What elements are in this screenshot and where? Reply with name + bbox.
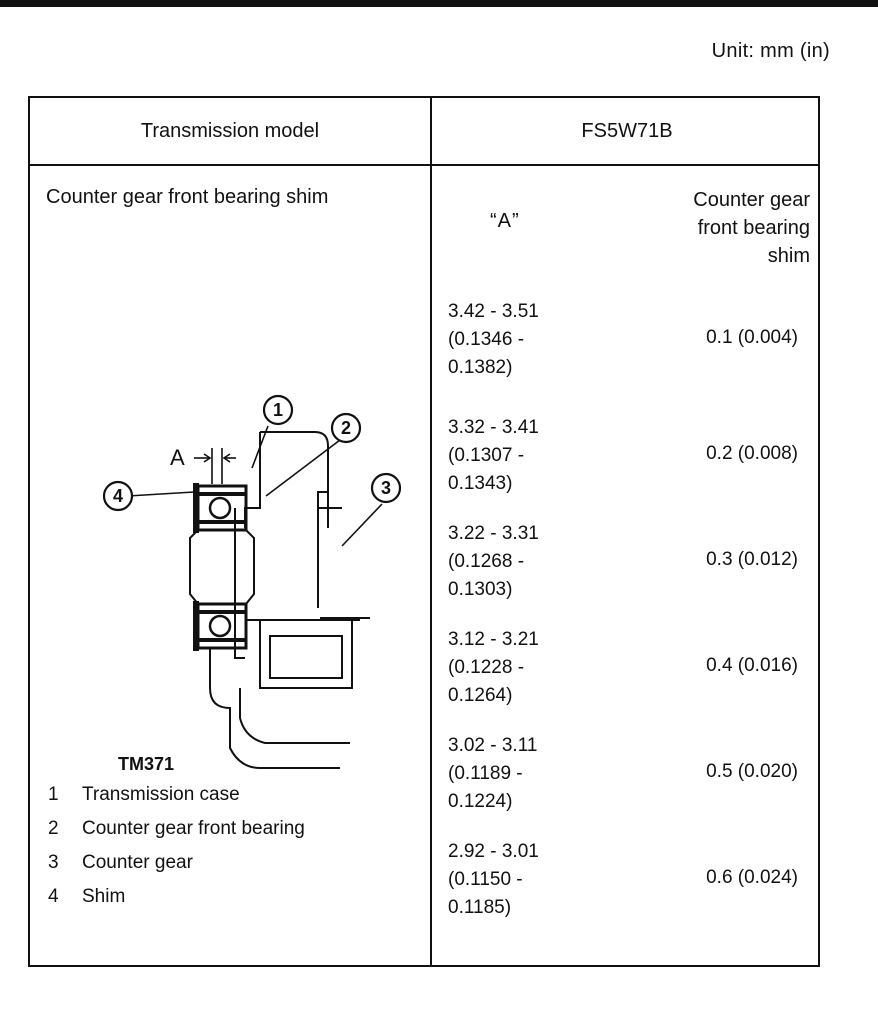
a-value-line: 0.1382) [448, 357, 513, 378]
section-title: Counter gear front bearing shim [46, 186, 329, 208]
a-value-line: 0.1343) [448, 473, 513, 494]
a-value: 3.42 - 3.51 (0.1346 - 0.1382) [448, 298, 539, 382]
a-value-line: (0.1307 - [448, 445, 525, 466]
legend-number: 4 [48, 886, 59, 907]
table-row: 3.12 - 3.21 (0.1228 - 0.1264) 0.4 (0.016… [432, 626, 822, 742]
legend-number: 3 [48, 852, 59, 873]
column-shim-label-line: Counter gear [693, 189, 810, 211]
a-value-line: (0.1150 - [448, 869, 523, 890]
table-row: 3.42 - 3.51 (0.1346 - 0.1382) 0.1 (0.004… [432, 298, 822, 414]
a-value-line: 3.12 - 3.21 [448, 629, 539, 650]
legend-text: Transmission case [82, 784, 240, 805]
a-value-line: 3.02 - 3.11 [448, 735, 538, 756]
a-value-line: 3.42 - 3.51 [448, 301, 539, 322]
legend-item: 2 Counter gear front bearing [48, 812, 305, 846]
legend-text: Shim [82, 886, 126, 907]
a-value-line: 0.1264) [448, 685, 513, 706]
callout-3-icon [370, 472, 402, 504]
a-value-line: 0.1185) [448, 897, 512, 918]
legend-item: 4 Shim [48, 880, 305, 914]
shim-value: 0.4 (0.016) [706, 655, 798, 676]
a-value-line: 3.22 - 3.31 [448, 523, 539, 544]
legend-item: 3 Counter gear [48, 846, 305, 880]
legend-number: 1 [48, 784, 59, 805]
callout-2-icon [330, 412, 362, 444]
legend-text: Counter gear [82, 852, 193, 873]
callout-2-label: 2 [341, 418, 351, 438]
a-value: 3.22 - 3.31 (0.1268 - 0.1303) [448, 520, 539, 604]
column-shim-label-line: shim [767, 245, 810, 267]
legend: 1 Transmission case 2 Counter gear front… [48, 778, 305, 914]
column-divider [430, 98, 432, 965]
a-value: 2.92 - 3.01 (0.1150 - 0.1185) [448, 838, 539, 922]
shim-value: 0.6 (0.024) [706, 867, 798, 888]
a-value: 3.32 - 3.41 (0.1307 - 0.1343) [448, 414, 539, 498]
column-a-label: “A” [490, 210, 520, 232]
table-row: 3.02 - 3.11 (0.1189 - 0.1224) 0.5 (0.020… [432, 732, 822, 848]
callout-1-icon [262, 394, 294, 426]
figure-code: TM371 [118, 754, 174, 774]
a-value-line: 0.1224) [448, 791, 513, 812]
callout-4-label: 4 [113, 486, 123, 506]
column-shim-label-line: front bearing [697, 217, 810, 239]
a-value: 3.02 - 3.11 (0.1189 - 0.1224) [448, 732, 537, 816]
callout-4-icon [102, 480, 134, 512]
table-row: 3.22 - 3.31 (0.1268 - 0.1303) 0.3 (0.012… [432, 520, 822, 636]
callout-3-label: 3 [381, 478, 391, 498]
column-shim-label: Counter gear front bearing shim [610, 186, 820, 270]
shim-value: 0.5 (0.020) [706, 761, 798, 782]
header-transmission-model: Transmission model [140, 119, 320, 142]
a-value-line: (0.1346 - [448, 329, 525, 350]
callout-1-label: 1 [273, 400, 283, 420]
header-divider [30, 164, 818, 166]
dimension-a-label: A [170, 445, 185, 470]
a-value-line: (0.1228 - [448, 657, 525, 678]
legend-item: 1 Transmission case [48, 778, 305, 812]
a-value-line: (0.1268 - [448, 551, 525, 572]
a-value-line: 0.1303) [448, 579, 513, 600]
bearing-cross-section-diagram: A 1 2 3 4 TM371 [102, 394, 402, 774]
legend-text: Counter gear front bearing [82, 818, 305, 839]
a-value-line: (0.1189 - [448, 763, 523, 784]
shim-value: 0.2 (0.008) [706, 443, 798, 464]
table-row: 2.92 - 3.01 (0.1150 - 0.1185) 0.6 (0.024… [432, 838, 822, 954]
table-row: 3.32 - 3.41 (0.1307 - 0.1343) 0.2 (0.008… [432, 414, 822, 530]
unit-label: Unit: mm (in) [711, 40, 830, 62]
a-value: 3.12 - 3.21 (0.1228 - 0.1264) [448, 626, 539, 710]
a-value-line: 3.32 - 3.41 [448, 417, 539, 438]
top-rule [0, 0, 878, 7]
shim-table: Transmission model FS5W71B Counter gear … [28, 96, 820, 967]
header-model-code: FS5W71B [581, 119, 673, 142]
a-value-line: 2.92 - 3.01 [448, 841, 539, 862]
shim-value: 0.3 (0.012) [706, 549, 798, 570]
shim-value: 0.1 (0.004) [706, 327, 798, 348]
legend-number: 2 [48, 818, 59, 839]
